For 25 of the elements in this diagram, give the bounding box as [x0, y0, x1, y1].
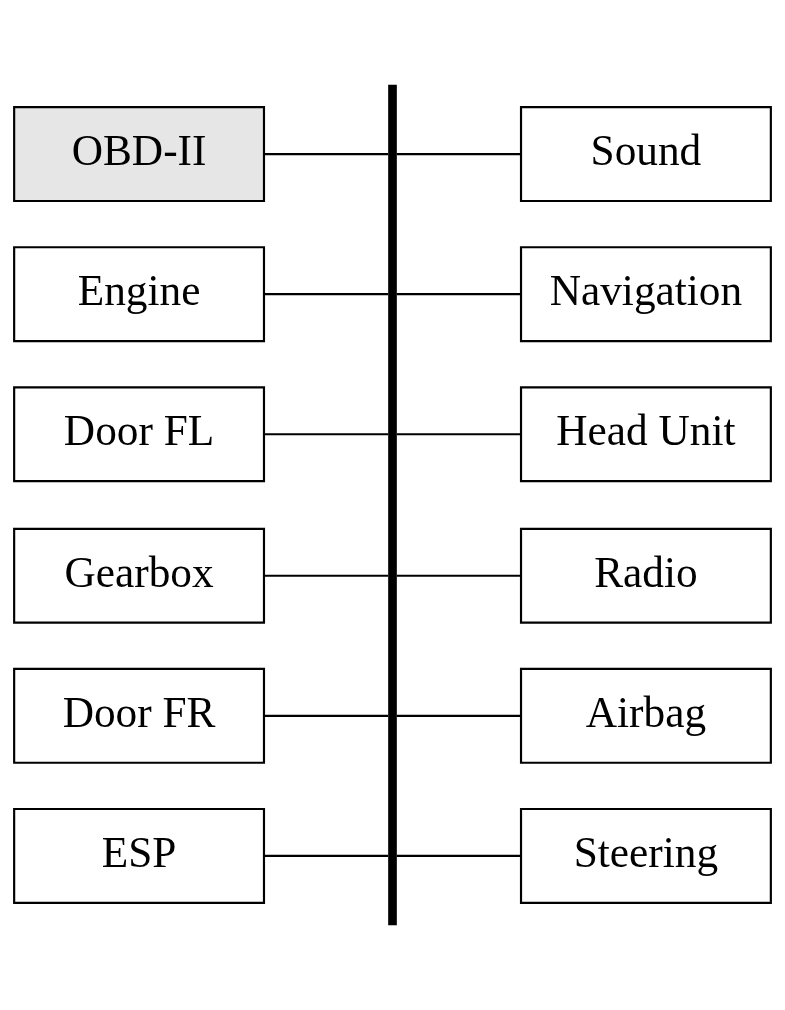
connector [396, 574, 521, 577]
node-box: ESP [13, 807, 266, 904]
connector [396, 433, 521, 436]
connector [264, 714, 389, 717]
node-box: Navigation [519, 246, 772, 343]
node-box: Gearbox [13, 527, 266, 624]
node-box: Head Unit [519, 386, 772, 483]
node-box: Radio [519, 527, 772, 624]
node-box: Door FR [13, 667, 266, 764]
connector [396, 854, 521, 857]
node-box: Airbag [519, 667, 772, 764]
connector [396, 153, 521, 156]
connector [264, 854, 389, 857]
connector [396, 714, 521, 717]
connector [264, 433, 389, 436]
node-box: Steering [519, 807, 772, 904]
connector [264, 293, 389, 296]
node-box: Door FL [13, 386, 266, 483]
connector [396, 293, 521, 296]
node-box: OBD-II [13, 106, 266, 203]
node-box: Sound [519, 106, 772, 203]
node-bar [388, 84, 397, 926]
connector [264, 574, 389, 577]
connector [264, 153, 389, 156]
node-box: Engine [13, 246, 266, 343]
